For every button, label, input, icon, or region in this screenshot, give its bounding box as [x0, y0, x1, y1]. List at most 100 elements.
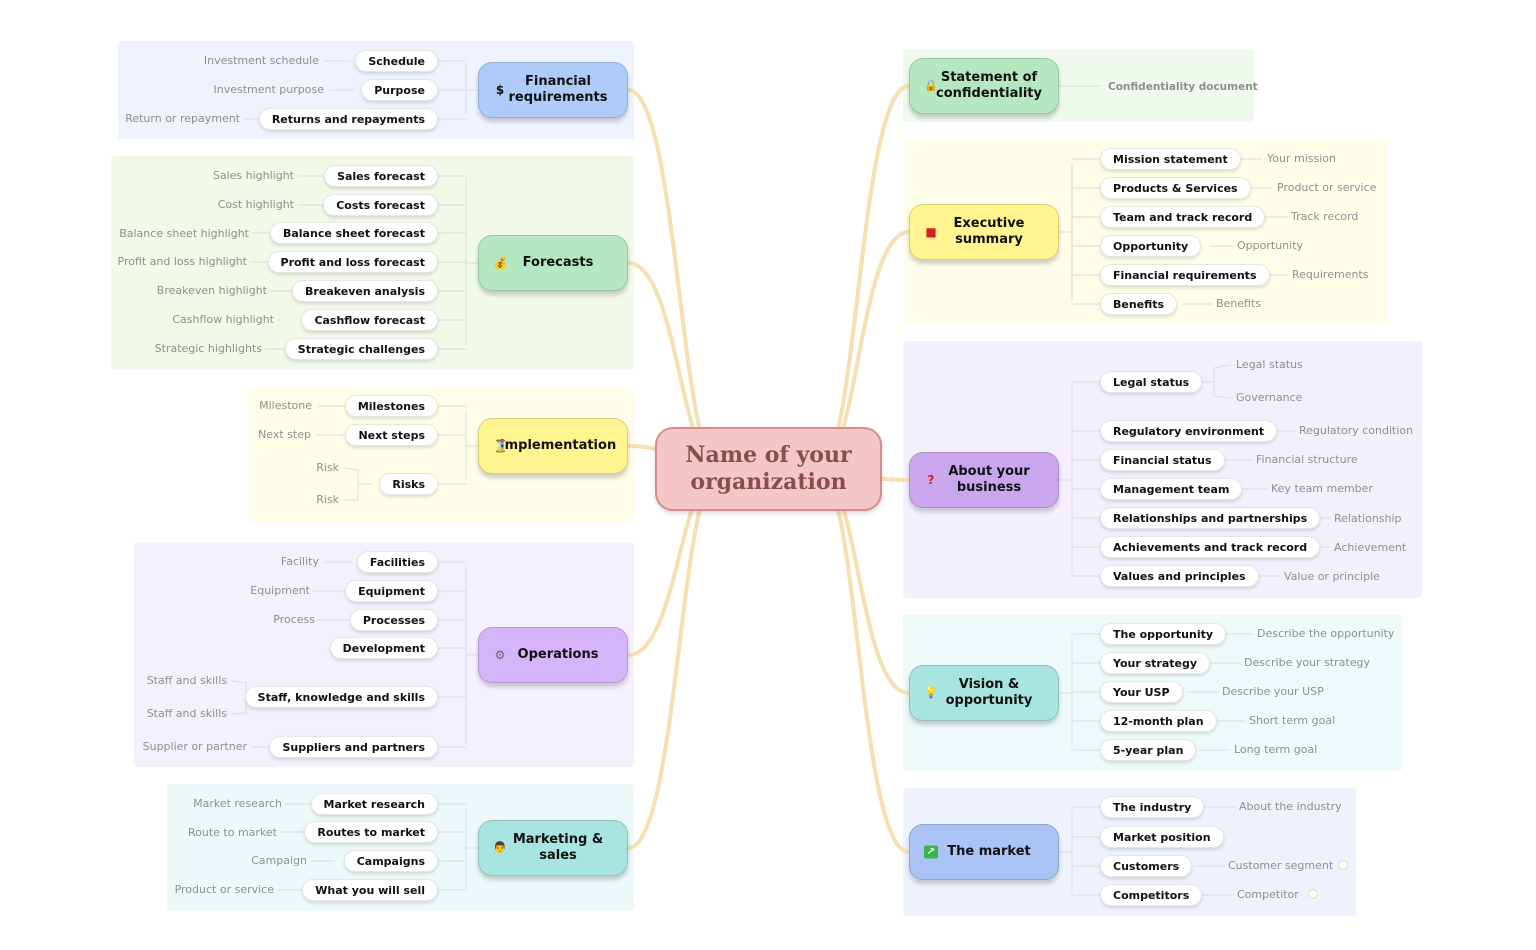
subtopic-what-you-will-sell[interactable]: What you will sell: [302, 879, 438, 901]
leaf-route-to-market[interactable]: Route to market: [187, 826, 277, 839]
subtopic-processes[interactable]: Processes: [349, 609, 438, 631]
leaf-cost-highlight[interactable]: Cost highlight: [217, 198, 294, 211]
subtopic-your-strategy[interactable]: Your strategy: [1100, 652, 1211, 674]
central-topic[interactable]: Name of your organization: [655, 427, 882, 511]
leaf-about-the-industry[interactable]: About the industry: [1239, 800, 1342, 813]
subtopic-cashflow-forecast[interactable]: Cashflow forecast: [301, 309, 438, 331]
subtopic-profit-and-loss-forecast[interactable]: Profit and loss forecast: [267, 251, 438, 273]
leaf-benefits[interactable]: Benefits: [1216, 297, 1262, 310]
subtopic-suppliers-and-partners[interactable]: Suppliers and partners: [269, 736, 438, 758]
subtopic-facilities[interactable]: Facilities: [356, 551, 438, 573]
leaf-milestone[interactable]: Milestone: [259, 399, 312, 412]
leaf-key-team-member[interactable]: Key team member: [1271, 482, 1373, 495]
subtopic-management-team[interactable]: Management team: [1100, 478, 1243, 500]
leaf-facility[interactable]: Facility: [280, 555, 319, 568]
subtopic-regulatory-environment[interactable]: Regulatory environment: [1100, 420, 1278, 442]
leaf-breakeven-highlight[interactable]: Breakeven highlight: [156, 284, 267, 297]
subtopic-breakeven-analysis[interactable]: Breakeven analysis: [292, 280, 438, 302]
subtopic-costs-forecast[interactable]: Costs forecast: [323, 194, 438, 216]
subtopic-development[interactable]: Development: [329, 637, 438, 659]
subtopic-risks[interactable]: Risks: [379, 473, 438, 495]
subtopic-routes-to-market[interactable]: Routes to market: [304, 821, 438, 843]
leaf-market-research[interactable]: Market research: [193, 797, 282, 810]
leaf-campaign[interactable]: Campaign: [251, 854, 307, 867]
leaf-achievement[interactable]: Achievement: [1334, 541, 1407, 554]
leaf-cashflow-highlight[interactable]: Cashflow highlight: [172, 313, 274, 326]
leaf-customer-segment[interactable]: Customer segment: [1228, 859, 1334, 872]
leaf-legal-status[interactable]: Legal status: [1236, 358, 1303, 371]
leaf-risk-2[interactable]: Risk: [316, 493, 339, 506]
branch-the-market[interactable]: ↗ The market: [909, 824, 1059, 880]
leaf-return-or-repayment[interactable]: Return or repayment: [125, 112, 240, 125]
subtopic-market-position[interactable]: Market position: [1100, 826, 1224, 848]
leaf-process[interactable]: Process: [273, 613, 315, 626]
subtopic-staff-knowledge-and-skills[interactable]: Staff, knowledge and skills: [244, 686, 438, 708]
subtopic-5-year-plan[interactable]: 5-year plan: [1100, 739, 1197, 761]
leaf-regulatory-condition[interactable]: Regulatory condition: [1299, 424, 1414, 437]
subtopic-confidentiality-document[interactable]: Confidentiality document: [1108, 81, 1258, 93]
subtopic-equipment[interactable]: Equipment: [345, 580, 438, 602]
subtopic-products-services[interactable]: Products & Services: [1100, 177, 1251, 199]
leaf-long-term-goal[interactable]: Long term goal: [1234, 743, 1318, 756]
leaf-relationship[interactable]: Relationship: [1334, 512, 1402, 525]
leaf-track-record[interactable]: Track record: [1291, 210, 1359, 223]
leaf-requirements[interactable]: Requirements: [1292, 268, 1369, 281]
branch-marketing-sales[interactable]: 👨 Marketing & sales: [478, 820, 628, 876]
subtopic-next-steps[interactable]: Next steps: [345, 424, 438, 446]
subtopic-opportunity[interactable]: Opportunity: [1100, 235, 1202, 257]
branch-forecasts[interactable]: 💰 Forecasts: [478, 235, 628, 291]
branch-about-your-business[interactable]: ? About your business: [909, 452, 1059, 508]
branch-operations[interactable]: ⚙ Operations: [478, 627, 628, 683]
leaf-staff-and-skills-1[interactable]: Staff and skills: [146, 674, 227, 687]
subtopic-legal-status[interactable]: Legal status: [1100, 371, 1203, 393]
subtopic-your-usp[interactable]: Your USP: [1100, 681, 1183, 703]
branch-vision-opportunity[interactable]: 💡 Vision & opportunity: [909, 665, 1059, 721]
leaf-describe-the-opportunity[interactable]: Describe the opportunity: [1257, 627, 1395, 640]
leaf-staff-and-skills-2[interactable]: Staff and skills: [146, 707, 227, 720]
subtopic-12-month-plan[interactable]: 12-month plan: [1100, 710, 1217, 732]
subtopic-strategic-challenges[interactable]: Strategic challenges: [284, 338, 438, 360]
leaf-supplier-or-partner[interactable]: Supplier or partner: [142, 740, 247, 753]
leaf-opportunity[interactable]: Opportunity: [1237, 239, 1304, 252]
leaf-investment-purpose[interactable]: Investment purpose: [213, 83, 325, 96]
leaf-describe-your-strategy[interactable]: Describe your strategy: [1244, 656, 1370, 669]
leaf-describe-your-usp[interactable]: Describe your USP: [1222, 685, 1324, 698]
leaf-product-or-service[interactable]: Product or service: [174, 883, 274, 896]
subtopic-competitors[interactable]: Competitors: [1100, 884, 1203, 906]
collapse-toggle-competitor[interactable]: [1308, 889, 1318, 899]
subtopic-values-and-principles[interactable]: Values and principles: [1100, 565, 1259, 587]
leaf-balance-sheet-highlight[interactable]: Balance sheet highlight: [119, 227, 249, 240]
leaf-your-mission[interactable]: Your mission: [1267, 152, 1336, 165]
subtopic-balance-sheet-forecast[interactable]: Balance sheet forecast: [269, 222, 438, 244]
subtopic-campaigns[interactable]: Campaigns: [343, 850, 438, 872]
subtopic-achievements-and-track-record[interactable]: Achievements and track record: [1100, 536, 1321, 558]
leaf-short-term-goal[interactable]: Short term goal: [1249, 714, 1336, 727]
subtopic-mission-statement[interactable]: Mission statement: [1100, 148, 1241, 170]
leaf-financial-structure[interactable]: Financial structure: [1256, 453, 1358, 466]
leaf-risk-1[interactable]: Risk: [316, 461, 339, 474]
leaf-product-or-service[interactable]: Product or service: [1277, 181, 1377, 194]
subtopic-financial-status[interactable]: Financial status: [1100, 449, 1225, 471]
subtopic-the-opportunity[interactable]: The opportunity: [1100, 623, 1227, 645]
leaf-governance[interactable]: Governance: [1236, 391, 1303, 404]
leaf-sales-highlight[interactable]: Sales highlight: [212, 169, 294, 182]
collapse-toggle-customer-segment[interactable]: [1338, 860, 1348, 870]
subtopic-sales-forecast[interactable]: Sales forecast: [324, 165, 438, 187]
subtopic-market-research[interactable]: Market research: [310, 793, 438, 815]
leaf-competitor[interactable]: Competitor: [1237, 888, 1299, 901]
leaf-value-or-principle[interactable]: Value or principle: [1284, 570, 1380, 583]
subtopic-purpose[interactable]: Purpose: [361, 79, 438, 101]
subtopic-milestones[interactable]: Milestones: [344, 395, 438, 417]
subtopic-customers[interactable]: Customers: [1100, 855, 1193, 877]
subtopic-team-and-track-record[interactable]: Team and track record: [1100, 206, 1266, 228]
leaf-investment-schedule[interactable]: Investment schedule: [203, 54, 319, 67]
leaf-next-step[interactable]: Next step: [258, 428, 311, 441]
branch-executive-summary[interactable]: ■ Executive summary: [909, 204, 1059, 260]
branch-financial-requirements[interactable]: $ Financial requirements: [478, 62, 628, 118]
leaf-strategic-highlights[interactable]: Strategic highlights: [154, 342, 262, 355]
subtopic-benefits[interactable]: Benefits: [1100, 293, 1178, 315]
subtopic-relationships-and-partnerships[interactable]: Relationships and partnerships: [1100, 507, 1321, 529]
subtopic-financial-requirements[interactable]: Financial requirements: [1100, 264, 1270, 286]
subtopic-returns-and-repayments[interactable]: Returns and repayments: [258, 108, 438, 130]
branch-statement-of-confidentiality[interactable]: 🔒 Statement of confidentiality: [909, 58, 1059, 114]
